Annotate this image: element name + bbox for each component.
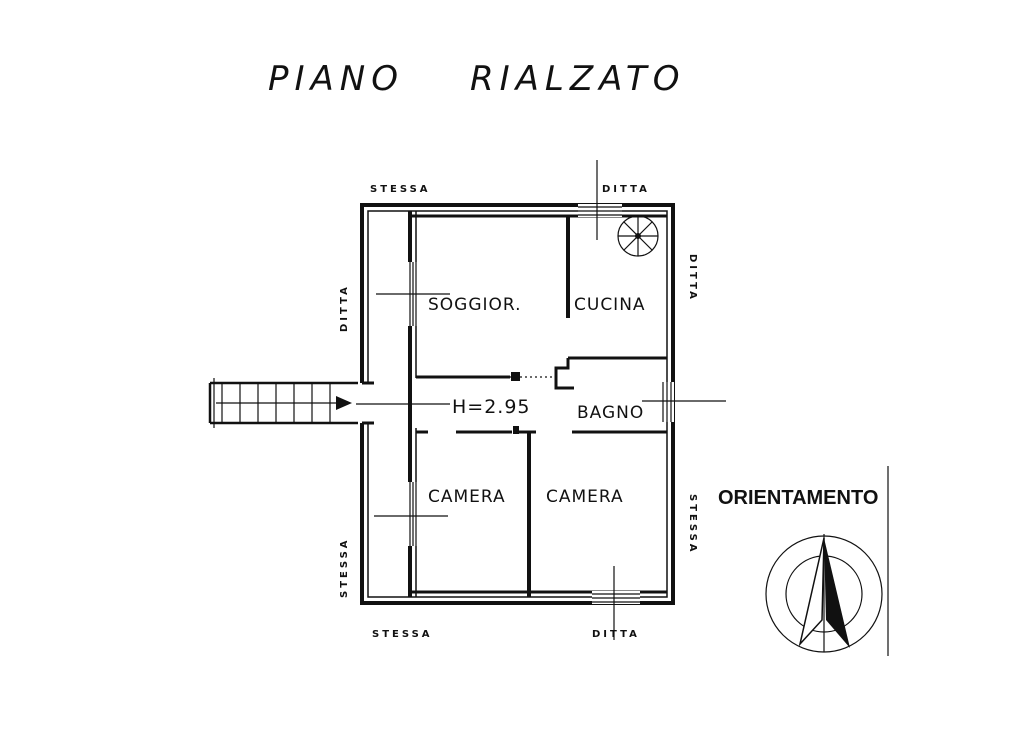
room-label-kitchen: CUCINA — [574, 295, 646, 315]
boundary-right-lower: STESSA — [687, 494, 698, 555]
room-labels: SOGGIOR. CUCINA BAGNO CAMERA CAMERA H=2.… — [428, 295, 646, 507]
steps-arrow-icon — [336, 396, 352, 410]
plan-title: PIANO RIALZATO — [268, 59, 685, 99]
boundary-bottom-left: STESSA — [372, 629, 433, 640]
boundary-top-left: STESSA — [370, 184, 431, 195]
spiral-step-6 — [623, 235, 639, 251]
boundary-left-lower: STESSA — [339, 537, 350, 598]
spiral-stair-icon — [617, 215, 659, 257]
wall-bath-corner — [554, 358, 574, 390]
title-word-piano: PIANO — [268, 59, 404, 99]
reference-lines — [356, 160, 726, 640]
room-label-living: SOGGIOR. — [428, 295, 522, 315]
room-label-bedroom-right: CAMERA — [546, 487, 624, 507]
compass: ORIENTAMENTO — [718, 466, 889, 656]
ceiling-height-label: H=2.95 — [452, 396, 531, 418]
boundary-left-upper: DITTA — [339, 284, 350, 332]
boundary-right-upper: DITTA — [687, 254, 698, 302]
boundary-labels: STESSA DITTA STESSA DITTA DITTA STESSA D… — [339, 184, 698, 640]
room-label-bath: BAGNO — [577, 403, 644, 423]
boundary-top-right: DITTA — [602, 184, 650, 195]
spiral-step-8 — [623, 221, 639, 237]
compass-needle-dark — [824, 538, 850, 648]
living-door-pivot — [511, 372, 520, 381]
compass-needle-light — [798, 537, 825, 647]
corridor-wall-stub — [513, 426, 519, 434]
compass-label: ORIENTAMENTO — [718, 487, 878, 509]
north-arrow-icon — [765, 534, 883, 653]
spiral-step-4 — [637, 235, 653, 251]
spiral-step-2 — [637, 221, 653, 237]
title-word-rialzato: RIALZATO — [470, 59, 685, 99]
boundary-bottom-right: DITTA — [592, 629, 640, 640]
entrance-steps — [208, 378, 358, 428]
entrance-opening — [358, 383, 374, 423]
room-label-bedroom-left: CAMERA — [428, 487, 506, 507]
